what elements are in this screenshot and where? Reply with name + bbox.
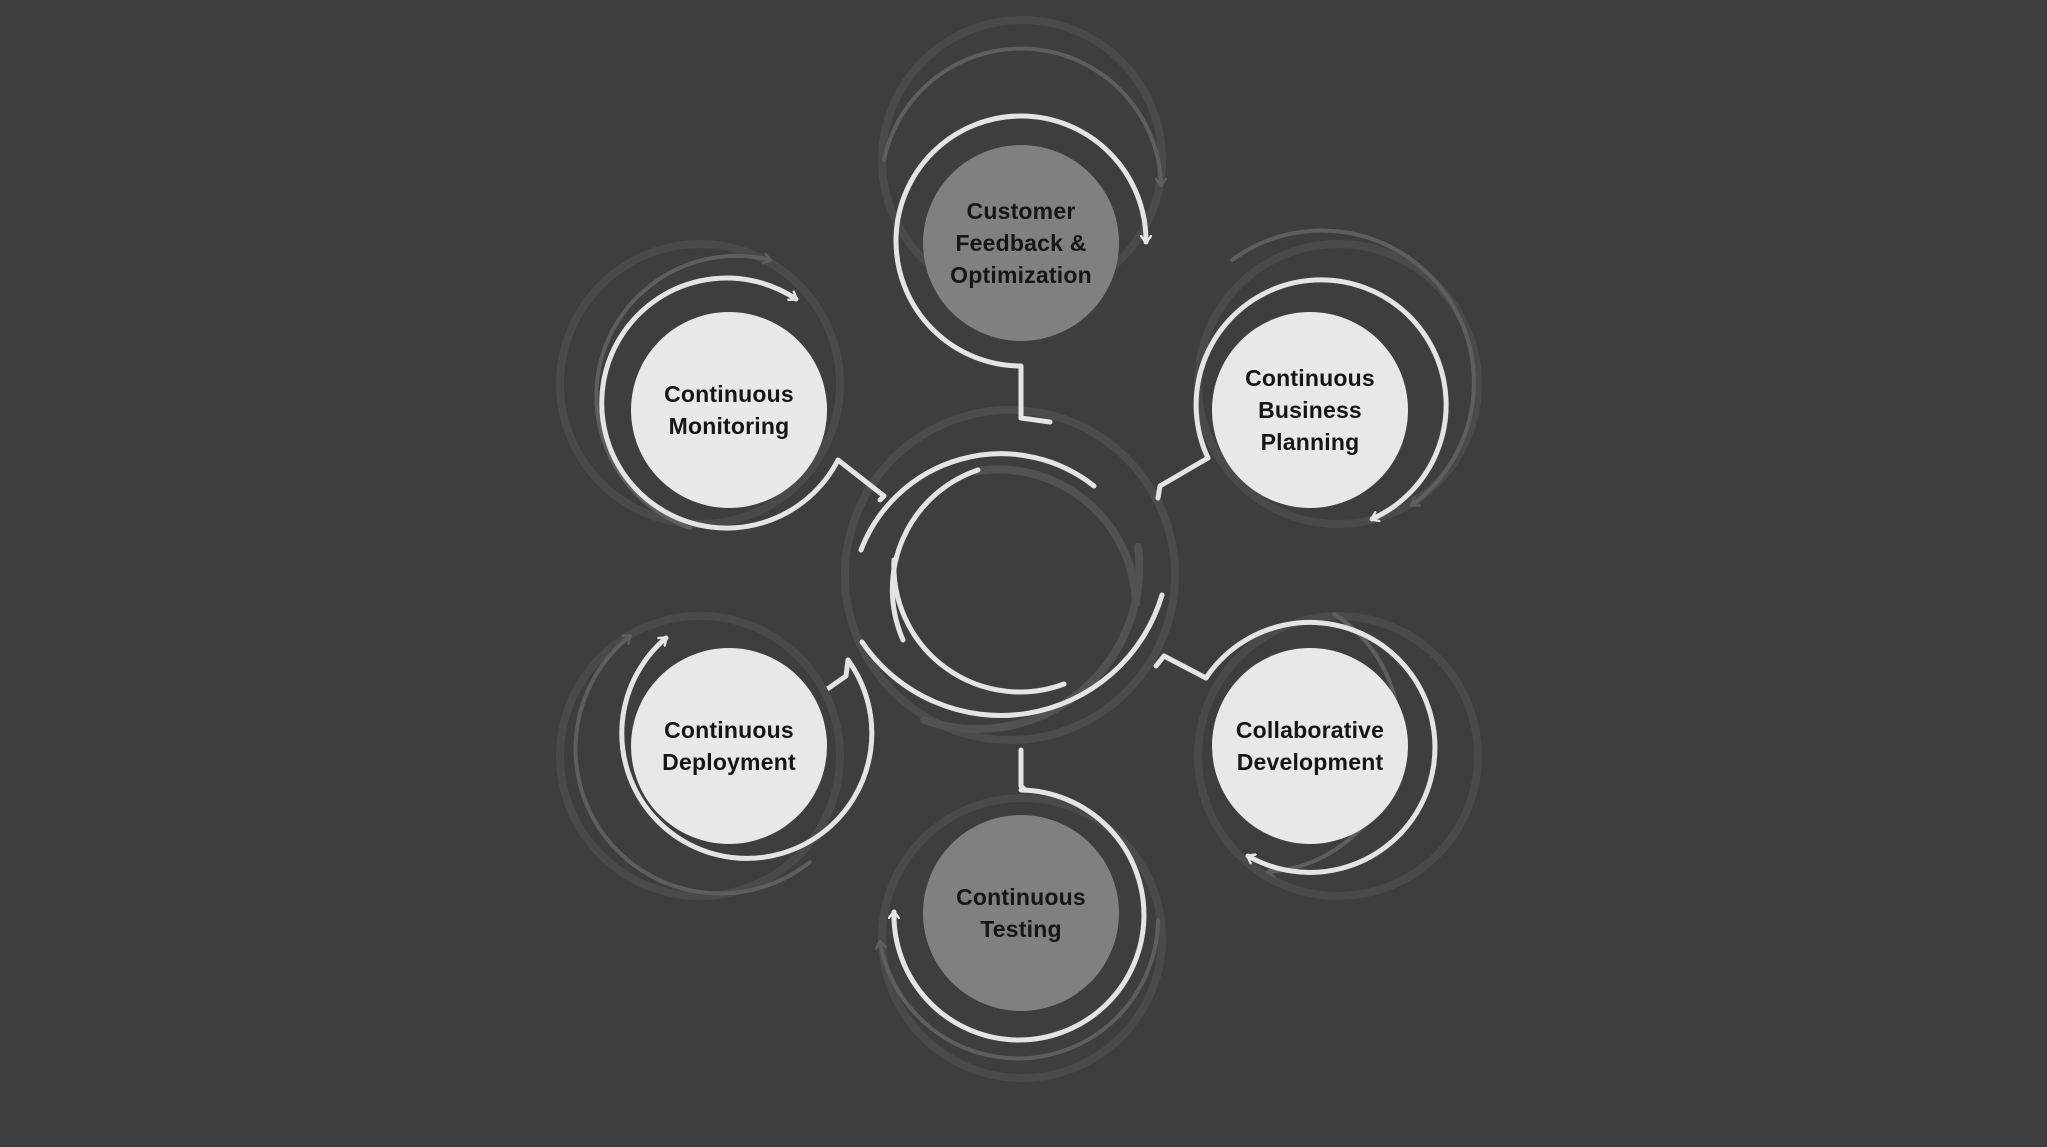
node-label-line: Collaborative [1235, 717, 1385, 743]
node-disc [1212, 648, 1408, 844]
ring-bright-arrow-icon [599, 275, 841, 531]
node-label-line: Development [1236, 749, 1384, 775]
node-label-line: Continuous [956, 884, 1086, 910]
hub-arc-5 [891, 557, 1067, 695]
outer-dim-arc-icon [880, 918, 1160, 1061]
node-ring-customer-feedback [878, 16, 1162, 369]
node-label-line: Deployment [662, 749, 796, 775]
node-ring-collaborative-development [1194, 612, 1482, 900]
outer-dim-arc-icon [1230, 228, 1477, 507]
outer-dim-arc-icon [573, 634, 812, 896]
ring-bright-arrow-icon [619, 635, 875, 861]
outer-dim-arc-icon [594, 256, 770, 530]
connector-collaborative-development [1153, 653, 1209, 681]
node-collaborative-development: Collaborative Development [1210, 646, 1410, 846]
ring-bright-arrow-icon [1193, 277, 1449, 519]
ring-bright-arrow-icon [894, 787, 1147, 1043]
hub-arc-3 [920, 543, 1144, 733]
node-label-line: Planning [1260, 429, 1360, 455]
node-label-line: Optimization [950, 262, 1092, 288]
node-customer-feedback: Customer Feedback & Optimization [921, 143, 1121, 343]
ring-bright-arrow-icon [893, 113, 1146, 369]
node-label-line: Continuous [664, 381, 794, 407]
node-label-line: Continuous [1245, 365, 1375, 391]
node-disc [631, 648, 827, 844]
node-label-line: Customer [966, 198, 1076, 224]
node-disc [1212, 312, 1408, 508]
connector-continuous-deployment [823, 657, 851, 693]
hub-arc-4 [859, 592, 1165, 718]
central-cycle-hub [841, 406, 1179, 744]
node-continuous-testing: Continuous Testing [921, 813, 1121, 1013]
connector-business-planning [1155, 455, 1211, 501]
node-label-line: Continuous [664, 717, 794, 743]
outer-dim-arc-icon [882, 46, 1161, 185]
node-label-line: Testing [980, 916, 1062, 942]
hub-arc-6 [889, 467, 981, 643]
node-ring-continuous-testing [878, 787, 1166, 1082]
ring-bright-arrow-icon [1203, 619, 1438, 875]
node-ring-continuous-monitoring [556, 240, 844, 531]
node-continuous-monitoring: Continuous Monitoring [629, 310, 829, 510]
node-ring-continuous-deployment [556, 612, 875, 900]
connector-continuous-testing [1018, 747, 1028, 793]
ring-shadow [556, 612, 844, 900]
node-label-line: Business [1258, 397, 1362, 423]
hub-arc-1 [973, 465, 1140, 608]
node-disc [923, 815, 1119, 1011]
node-label-line: Feedback & [955, 230, 1087, 256]
node-disc [923, 145, 1119, 341]
node-label-line: Monitoring [668, 413, 790, 439]
node-continuous-deployment: Continuous Deployment [629, 646, 829, 846]
hub-arc-2 [858, 451, 1097, 553]
ring-shadow [878, 794, 1166, 1082]
connector-continuous-monitoring [835, 457, 887, 503]
connector-customer-feedback [1018, 364, 1053, 425]
node-business-planning: Continuous Business Planning [1210, 310, 1410, 510]
node-disc [631, 312, 827, 508]
node-ring-business-planning [1193, 228, 1482, 528]
hub-outer-shadow [841, 406, 1179, 744]
